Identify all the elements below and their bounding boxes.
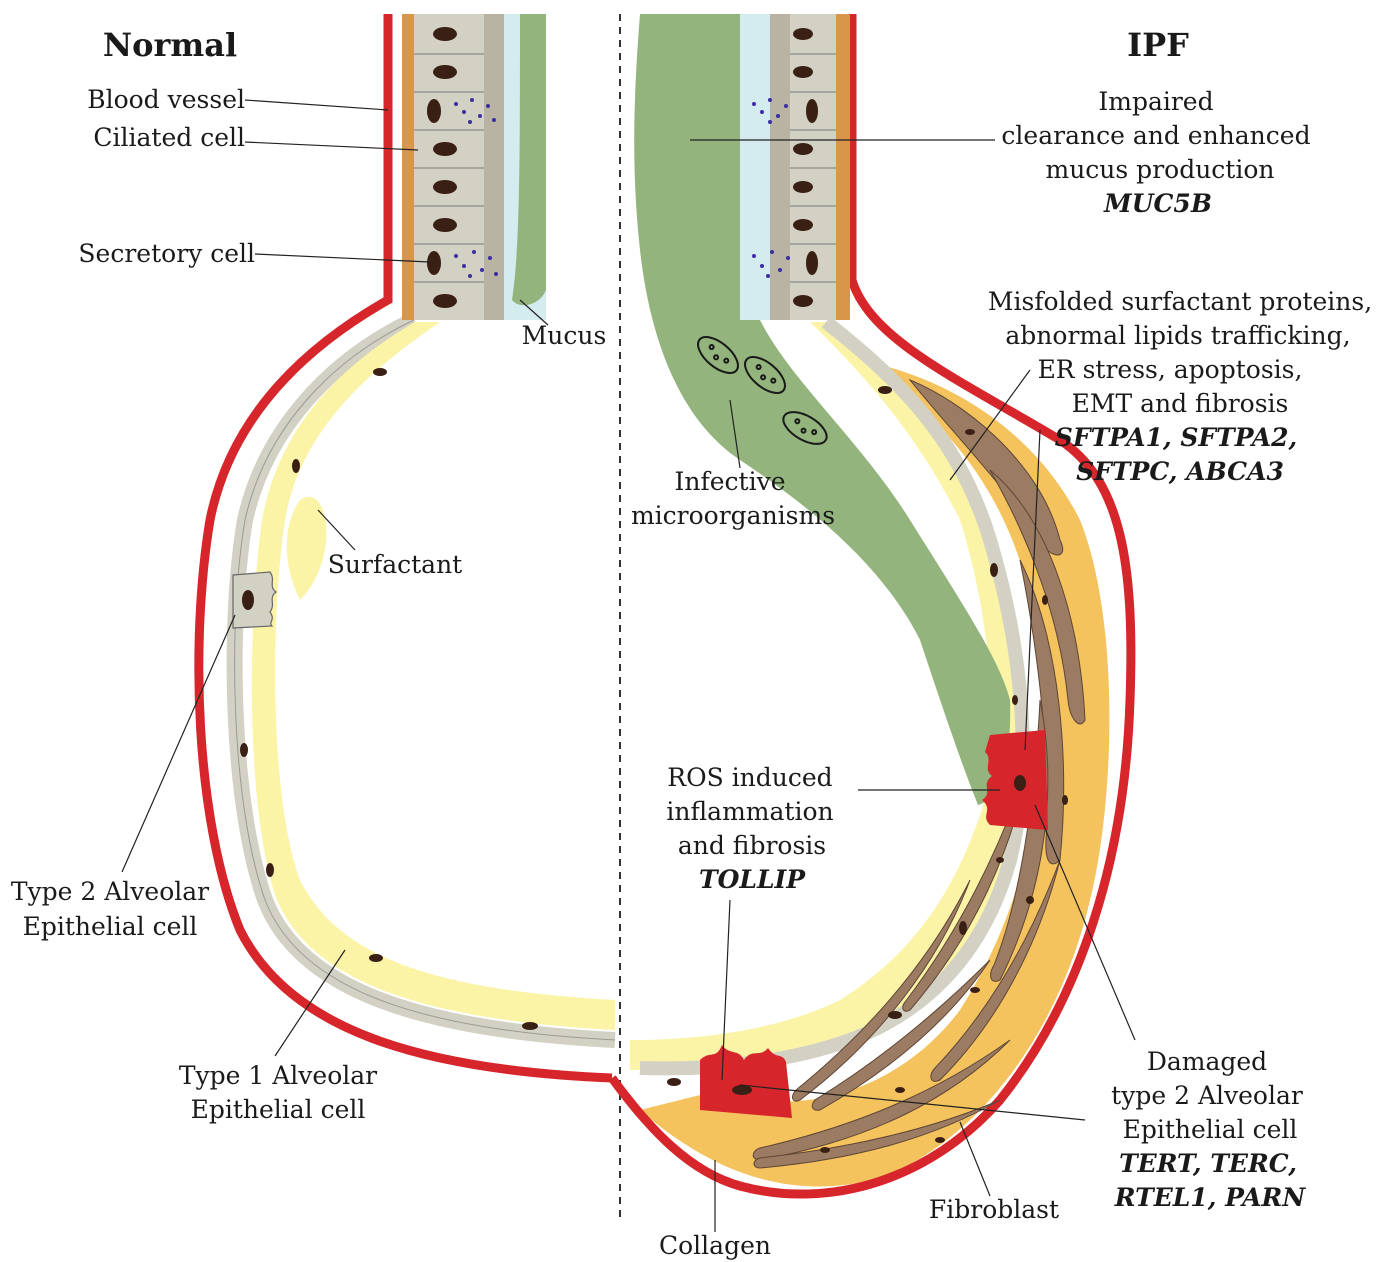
surfactant-normal (252, 322, 615, 1030)
label-impaired-gene: MUC5B (1103, 189, 1212, 218)
label-mucus: Mucus (522, 321, 607, 350)
normal-alveolus (199, 14, 615, 1078)
label-type2-line2: Epithelial cell (23, 912, 198, 941)
label-blood-vessel: Blood vessel (87, 85, 245, 114)
airway-ipf (740, 14, 850, 320)
label-impaired-2: clearance and enhanced (1001, 121, 1310, 150)
label-collagen: Collagen (659, 1231, 771, 1260)
airway-normal (402, 14, 546, 320)
label-infective-2: microorganisms (631, 501, 835, 530)
title-ipf: IPF (1127, 26, 1189, 64)
label-misfolded-3: ER stress, apoptosis, (1038, 355, 1303, 384)
label-ros-3: and fibrosis (678, 831, 826, 860)
label-type2-line1: Type 2 Alveolar (11, 877, 209, 906)
label-surfactant: Surfactant (328, 550, 462, 579)
label-damaged-2: type 2 Alveolar (1111, 1081, 1303, 1110)
label-fibroblast: Fibroblast (929, 1195, 1059, 1224)
label-misfolded-genes-2: SFTPC, ABCA3 (1076, 457, 1284, 486)
label-infective-1: Infective (675, 467, 786, 496)
label-damaged-genes-2: RTEL1, PARN (1114, 1183, 1307, 1212)
label-ros-gene: TOLLIP (699, 865, 806, 894)
label-misfolded-genes-1: SFTPA1, SFTPA2, (1055, 423, 1297, 452)
label-damaged-3: Epithelial cell (1123, 1115, 1298, 1144)
damaged-type2-cell-upper (982, 730, 1048, 830)
label-impaired-1: Impaired (1098, 87, 1213, 116)
label-ciliated-cell: Ciliated cell (93, 123, 245, 152)
type2-cell-normal (233, 572, 276, 628)
label-damaged-1: Damaged (1147, 1047, 1267, 1076)
label-secretory-cell: Secretory cell (78, 239, 255, 268)
label-impaired-3: mucus production (1046, 155, 1275, 184)
alveolar-wall-normal (235, 320, 615, 1040)
label-type1-line2: Epithelial cell (191, 1095, 366, 1124)
title-normal: Normal (103, 26, 237, 64)
label-ros-1: ROS induced (667, 763, 832, 792)
label-type1-line1: Type 1 Alveolar (179, 1061, 377, 1090)
label-misfolded-1: Misfolded surfactant proteins, (988, 287, 1372, 316)
label-misfolded-2: abnormal lipids trafficking, (1005, 321, 1350, 350)
ipf-alveolus (612, 14, 1131, 1194)
label-misfolded-4: EMT and fibrosis (1072, 389, 1289, 418)
label-damaged-genes-1: TERT, TERC, (1119, 1149, 1297, 1178)
label-ros-2: inflammation (666, 797, 833, 826)
